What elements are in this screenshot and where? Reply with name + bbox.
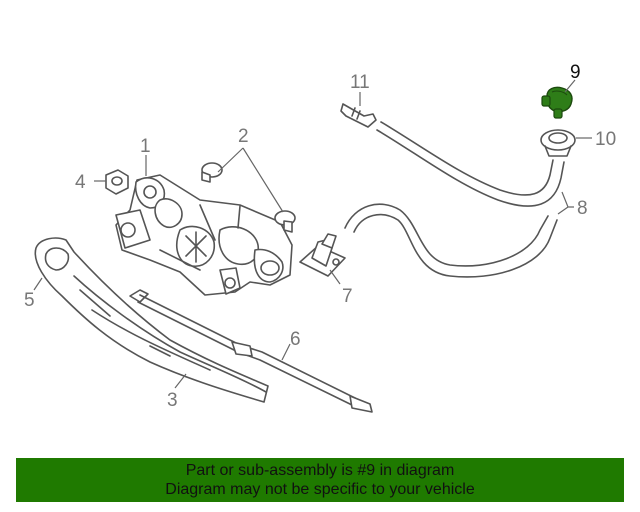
part-5-wiper-arm	[34, 237, 269, 403]
callout-8: 8	[577, 198, 588, 219]
callout-3: 3	[167, 390, 178, 411]
callout-5: 5	[24, 290, 35, 311]
part-1-wiper-motor	[115, 174, 293, 296]
part-2-clips	[201, 162, 296, 233]
part-11-connector	[340, 103, 377, 128]
part-3-wiper-blade	[91, 309, 211, 371]
callout-4: 4	[75, 172, 86, 193]
info-banner: Part or sub-assembly is #9 in diagram Di…	[16, 458, 624, 502]
callout-11: 11	[350, 72, 370, 93]
part-4-nut	[105, 169, 129, 195]
leader-lines	[33, 79, 592, 389]
part-9-check-valve	[541, 86, 573, 119]
callout-6: 6	[290, 329, 301, 350]
banner-line-1: Part or sub-assembly is #9 in diagram	[185, 462, 455, 479]
callout-labels: 11 9 10 1 4 2 8 7 6 5 3	[24, 62, 616, 411]
callout-2: 2	[238, 126, 249, 147]
callout-10: 10	[595, 129, 616, 150]
part-7-nozzle-bracket	[299, 233, 346, 277]
callout-7: 7	[342, 286, 353, 307]
part-6-blade-refill	[129, 289, 373, 413]
callout-9: 9	[570, 62, 581, 83]
part-10-grommet	[540, 129, 576, 157]
callout-1: 1	[140, 136, 151, 157]
part-8-lower-hose	[344, 203, 558, 278]
banner-line-2: Diagram may not be specific to your vehi…	[165, 481, 475, 498]
upper-hose	[376, 121, 565, 207]
